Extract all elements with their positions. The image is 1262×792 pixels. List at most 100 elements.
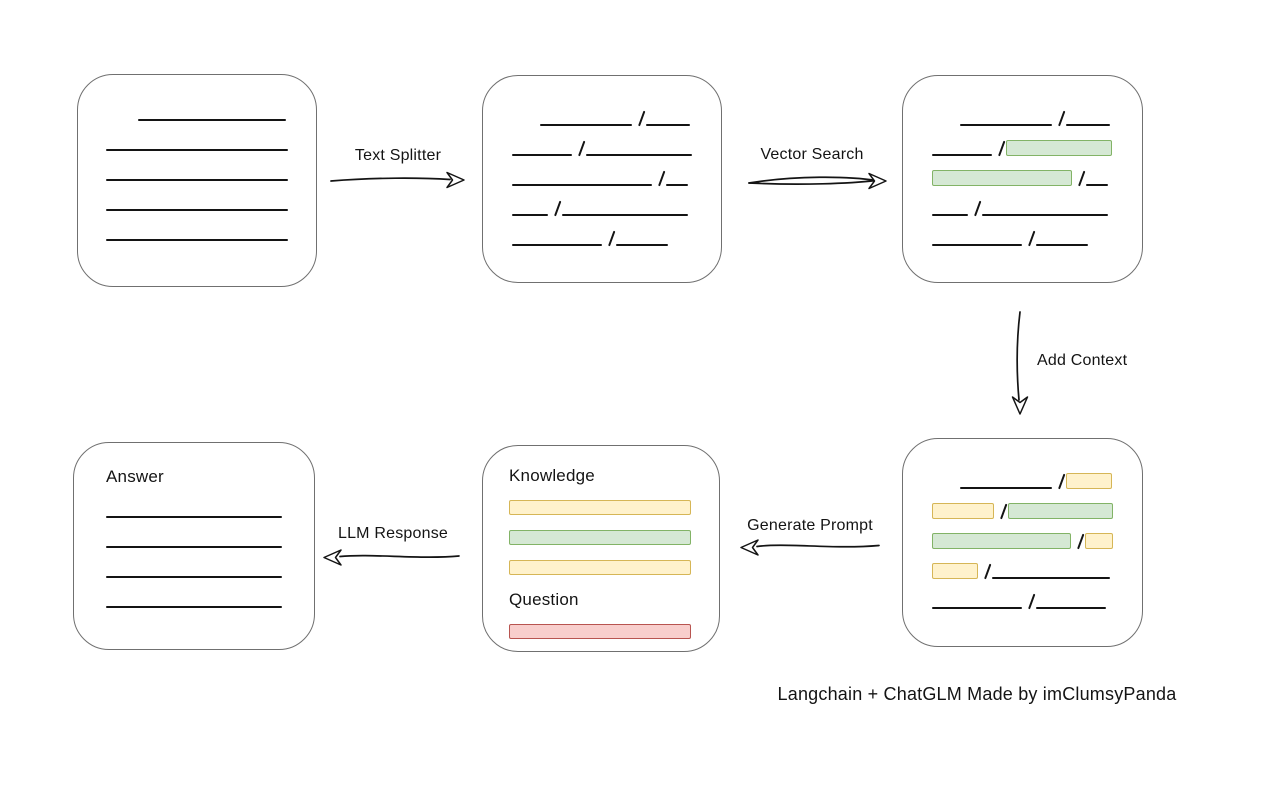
green-highlight-chunk [1006, 140, 1112, 156]
slash-mark [984, 563, 992, 580]
indent-gap [106, 120, 138, 121]
add-context-arrow [1011, 311, 1029, 415]
chunk-row [106, 591, 282, 608]
chunk-row [932, 592, 1113, 610]
text-chunks-box [482, 75, 722, 283]
slash-mark [974, 200, 982, 217]
red-bar [509, 624, 691, 639]
slash-mark [578, 140, 586, 157]
text-line [106, 149, 288, 151]
chunk-row [932, 199, 1113, 217]
text-line [992, 577, 1110, 579]
chunk-row [106, 501, 282, 518]
generate-prompt-label: Generate Prompt [747, 517, 873, 534]
slash-mark [1078, 170, 1086, 187]
chunk-row [106, 531, 282, 548]
slash-mark [1028, 593, 1036, 610]
answer-box: Answer [73, 442, 315, 650]
slash-mark [999, 503, 1008, 520]
question-label: Question [509, 590, 579, 609]
matched-chunks-box [902, 75, 1143, 283]
text-line [932, 244, 1022, 246]
yellow-highlight-chunk [1066, 473, 1112, 489]
text-line [666, 184, 688, 186]
chunk-row [932, 472, 1113, 490]
text-line [1066, 124, 1110, 126]
chunk-row [106, 164, 288, 181]
yellow-highlight-chunk [932, 503, 994, 519]
credit-caption: Langchain + ChatGLM Made by imClumsyPand… [777, 684, 1177, 704]
text-line [1036, 607, 1106, 609]
slash-mark [608, 230, 616, 247]
text-line [646, 124, 690, 126]
chunk-row [106, 224, 288, 241]
text-line [932, 214, 968, 216]
chunk-row [932, 169, 1113, 187]
green-highlight-chunk [932, 533, 1072, 549]
chunk-row [512, 229, 692, 247]
text-line [106, 576, 282, 578]
llm-response-label: LLM Response [337, 525, 449, 542]
text-line [512, 214, 548, 216]
text-line [106, 209, 288, 211]
text-line [932, 154, 992, 156]
indent-gap [512, 125, 540, 126]
text-splitter-arrow [330, 171, 465, 189]
text-line [106, 239, 288, 241]
text-line [562, 214, 688, 216]
slash-mark [658, 170, 666, 187]
text-line [960, 487, 1052, 489]
yellow-bar [509, 500, 691, 515]
text-line [106, 606, 282, 608]
text-splitter-label: Text Splitter [354, 147, 442, 164]
add-context-label: Add Context [1037, 352, 1128, 369]
text-line [512, 244, 602, 246]
indent-gap [932, 488, 960, 489]
slash-mark [1058, 473, 1066, 490]
chunk-row [512, 139, 692, 157]
yellow-highlight-chunk [1085, 533, 1113, 549]
chunk-row [932, 502, 1113, 520]
context-chunks-box [902, 438, 1143, 647]
chunk-row [106, 561, 282, 578]
text-line [138, 119, 286, 121]
slash-mark [554, 200, 562, 217]
chunk-row [106, 134, 288, 151]
slash-mark [638, 110, 646, 127]
chunk-row [106, 194, 288, 211]
text-line [982, 214, 1108, 216]
chunk-row [932, 109, 1113, 127]
document-box [77, 74, 317, 287]
indent-gap [932, 125, 960, 126]
chunk-row [106, 104, 288, 121]
chunk-row [932, 139, 1113, 157]
text-line [1036, 244, 1088, 246]
text-line [540, 124, 632, 126]
llm-response-arrow [323, 549, 460, 566]
yellow-highlight-chunk [932, 563, 978, 579]
slash-mark [998, 140, 1006, 157]
text-line [512, 184, 652, 186]
answer-label: Answer [106, 467, 164, 486]
text-line [106, 516, 282, 518]
chunk-row [512, 109, 692, 127]
chunk-row [512, 169, 692, 187]
text-line [106, 179, 288, 181]
slash-mark [1028, 230, 1036, 247]
vector-search-label: Vector Search [760, 146, 864, 163]
green-bar [509, 530, 691, 545]
generate-prompt-arrow [740, 539, 880, 556]
chunk-row [512, 199, 692, 217]
vector-search-arrow [748, 172, 887, 190]
green-highlight-chunk [1007, 503, 1113, 519]
chunk-row [932, 229, 1113, 247]
chunk-row [932, 532, 1113, 550]
slash-mark [1058, 110, 1066, 127]
green-highlight-chunk [932, 170, 1072, 186]
text-line [616, 244, 668, 246]
chunk-row [932, 562, 1113, 580]
text-line [586, 154, 692, 156]
knowledge-label: Knowledge [509, 466, 595, 485]
